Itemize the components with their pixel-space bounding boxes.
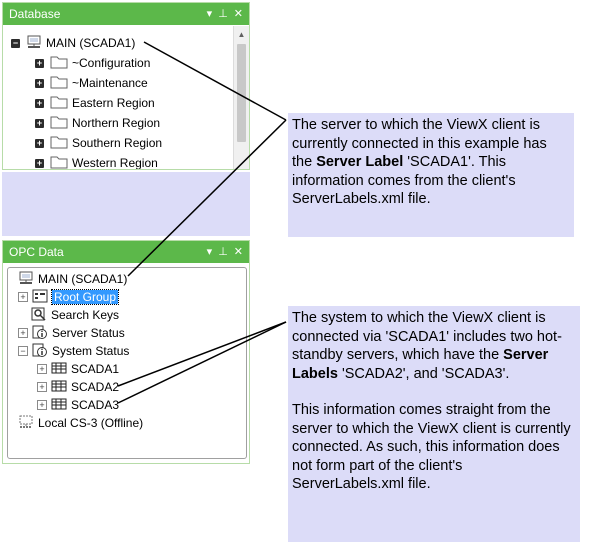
callout-text: The server to which the ViewX client is … <box>292 116 570 209</box>
opc-tree-item-scada3[interactable]: + SCADA3 <box>37 396 119 414</box>
opc-data-panel: OPC Data ▾ ⊥ ✕ MAIN (SCADA1) + Root Grou… <box>2 240 250 464</box>
callout-bold-term: Server Label <box>316 154 404 170</box>
close-icon[interactable]: ✕ <box>233 245 243 258</box>
expand-icon[interactable]: + <box>18 328 28 338</box>
scrollbar-thumb[interactable] <box>237 44 246 142</box>
dropdown-icon[interactable]: ▾ <box>206 7 213 20</box>
vertical-scrollbar[interactable]: ▲ <box>233 26 249 169</box>
folder-icon <box>50 55 68 72</box>
expand-icon[interactable]: + <box>37 364 47 374</box>
tree-item-label: ~Maintenance <box>72 76 148 90</box>
pin-icon[interactable]: ⊥ <box>218 7 228 20</box>
callout-text-part: 'SCADA1'. This information comes from th… <box>292 154 516 207</box>
grid-icon <box>51 362 67 377</box>
callout-paragraph-2: This information comes straight from the… <box>292 402 571 492</box>
tree-item-label: Western Region <box>72 156 158 169</box>
server-icon <box>18 271 34 288</box>
folder-icon <box>50 95 68 112</box>
opc-tree: MAIN (SCADA1) + Root Group Search Keys +… <box>7 267 247 459</box>
tree-item-label: Local CS-3 (Offline) <box>38 416 144 430</box>
callout-text-part: 'SCADA2', and 'SCADA3'. <box>337 365 510 382</box>
folder-icon <box>50 75 68 92</box>
tree-item-label: SCADA3 <box>71 398 120 412</box>
group-icon <box>32 289 48 306</box>
tree-item-southern-region[interactable]: + Southern Region <box>35 134 162 152</box>
expand-icon[interactable]: + <box>37 400 47 410</box>
database-panel: Database ▾ ⊥ ✕ − MAIN (SCADA1) + ~Config… <box>2 2 250 170</box>
collapse-icon[interactable]: − <box>11 37 20 48</box>
tree-item-label: Eastern Region <box>72 96 155 110</box>
dropdown-icon[interactable]: ▾ <box>206 245 213 258</box>
folder-icon <box>50 155 68 170</box>
pin-icon[interactable]: ⊥ <box>218 245 228 258</box>
tree-item-western-region[interactable]: + Western Region <box>35 154 158 169</box>
tree-item-label: Northern Region <box>72 116 161 130</box>
leader-line-4 <box>117 321 287 404</box>
tree-item-label: System Status <box>52 344 130 358</box>
tree-item-label: SCADA2 <box>71 380 120 394</box>
grid-icon <box>51 380 67 395</box>
grid-icon <box>51 398 67 413</box>
tree-item-maintenance[interactable]: + ~Maintenance <box>35 74 148 92</box>
close-icon[interactable]: ✕ <box>233 7 243 20</box>
tree-item-northern-region[interactable]: + Northern Region <box>35 114 160 132</box>
tree-item-configuration[interactable]: + ~Configuration <box>35 54 150 72</box>
tree-item-label: SCADA1 <box>71 362 120 376</box>
scroll-up-icon[interactable]: ▲ <box>237 30 246 39</box>
callout-hot-standby: The system to which the ViewX client is … <box>288 306 580 542</box>
opc-panel-title: OPC Data <box>9 245 64 259</box>
opc-tree-item-search-keys[interactable]: Search Keys <box>31 306 119 324</box>
expand-icon[interactable]: + <box>37 382 47 392</box>
callout-text-part: The system to which the ViewX client is … <box>292 310 562 363</box>
tree-item-label: MAIN (SCADA1) <box>46 36 136 50</box>
folder-icon <box>50 135 68 152</box>
callout-server-label: The server to which the ViewX client is … <box>288 113 574 237</box>
database-panel-header: Database ▾ ⊥ ✕ <box>3 3 249 25</box>
opc-tree-root-main[interactable]: MAIN (SCADA1) <box>18 270 127 288</box>
info-icon <box>32 325 48 342</box>
tree-root-main[interactable]: − MAIN (SCADA1) <box>11 34 135 52</box>
tree-item-label: Search Keys <box>51 308 120 322</box>
callout-text-part: The server to which the ViewX client is … <box>292 117 547 170</box>
tree-item-label: Server Status <box>52 326 125 340</box>
tree-item-label: ~Configuration <box>72 56 151 70</box>
leader-line-1 <box>143 41 287 121</box>
expand-icon[interactable]: + <box>35 117 44 128</box>
leader-line-2 <box>127 119 287 277</box>
leader-line-3 <box>117 321 287 387</box>
expand-icon[interactable]: + <box>35 57 44 68</box>
tree-item-label: Southern Region <box>72 136 163 150</box>
expand-icon[interactable]: + <box>35 137 44 148</box>
opc-tree-item-root-group[interactable]: + Root Group <box>18 288 120 306</box>
expand-icon[interactable]: + <box>18 292 28 302</box>
opc-tree-item-scada1[interactable]: + SCADA1 <box>37 360 119 378</box>
tree-item-eastern-region[interactable]: + Eastern Region <box>35 94 155 112</box>
info-icon <box>32 343 48 360</box>
database-tree: − MAIN (SCADA1) + ~Configuration + ~Main… <box>3 26 232 169</box>
callout-text: The system to which the ViewX client is … <box>292 309 576 383</box>
opc-tree-item-server-status[interactable]: + Server Status <box>18 324 125 342</box>
expand-icon[interactable]: + <box>35 97 44 108</box>
empty-area <box>2 172 250 236</box>
server-icon <box>26 35 42 52</box>
database-panel-title: Database <box>9 7 61 21</box>
opc-tree-item-system-status[interactable]: − System Status <box>18 342 129 360</box>
tree-item-label: Root Group <box>50 289 120 305</box>
tree-item-label: MAIN (SCADA1) <box>38 272 128 286</box>
folder-icon <box>50 115 68 132</box>
collapse-icon[interactable]: − <box>18 346 28 356</box>
opc-panel-header: OPC Data ▾ ⊥ ✕ <box>3 241 249 263</box>
opc-tree-item-scada2[interactable]: + SCADA2 <box>37 378 119 396</box>
opc-tree-item-local-cs3[interactable]: Local CS-3 (Offline) <box>18 414 143 432</box>
expand-icon[interactable]: + <box>35 77 44 88</box>
search-keys-icon <box>31 307 47 324</box>
offline-server-icon <box>18 415 34 432</box>
expand-icon[interactable]: + <box>35 157 44 168</box>
callout-bold-term: Server Labels <box>292 347 549 382</box>
